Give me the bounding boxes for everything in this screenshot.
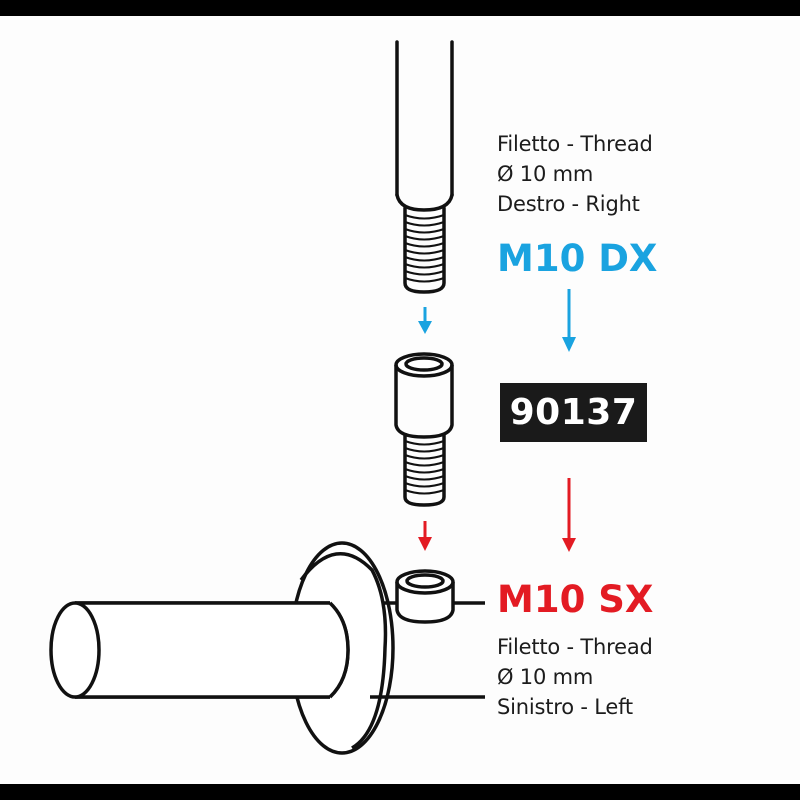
top-thread-spec: Filetto - Thread Ø 10 mm Destro - Right <box>497 129 653 219</box>
arrow-down-icon-red-small <box>418 521 432 551</box>
bottom-thread-spec: Filetto - Thread Ø 10 mm Sinistro - Left <box>497 632 653 722</box>
arrow-down-icon-blue <box>562 289 576 352</box>
direction-label: Destro - Right <box>497 192 640 216</box>
adapter-part <box>394 352 454 507</box>
part-number-badge: 90137 <box>500 383 647 442</box>
thread-label: Filetto - Thread <box>497 635 653 659</box>
mirror-mount-insert <box>395 569 485 624</box>
mirror-stem <box>395 40 454 294</box>
diameter-label: Ø 10 mm <box>497 162 594 186</box>
arrow-down-icon-red <box>562 478 576 552</box>
diameter-label: Ø 10 mm <box>497 665 594 689</box>
thread-code-left: M10 SX <box>497 578 654 621</box>
thread-lines-adapter <box>404 440 445 495</box>
top-border-bar <box>0 0 800 16</box>
handlebar-assembly <box>49 541 485 755</box>
thread-lines-top <box>404 214 445 283</box>
direction-label: Sinistro - Left <box>497 695 633 719</box>
bottom-border-bar <box>0 784 800 800</box>
thread-label: Filetto - Thread <box>497 132 653 156</box>
thread-code-right: M10 DX <box>497 237 658 280</box>
arrow-down-icon-blue-small <box>418 307 432 334</box>
